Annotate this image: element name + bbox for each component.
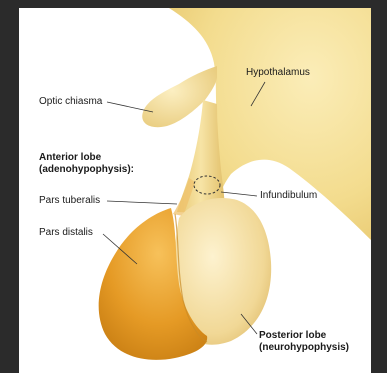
label-pars-tuberalis: Pars tuberalis: [39, 195, 100, 207]
label-pars-distalis: Pars distalis: [39, 227, 93, 239]
label-posterior-lobe: Posterior lobe: [259, 330, 326, 342]
label-hypothalamus: Hypothalamus: [246, 67, 310, 79]
leader-line-infundibulum: [221, 192, 257, 196]
label-infundibulum: Infundibulum: [260, 190, 317, 202]
pituitary-illustration: [19, 8, 371, 373]
label-neurohypophysis: (neurohypophysis): [259, 342, 349, 354]
label-optic-chiasma: Optic chiasma: [39, 96, 102, 108]
leader-line-pars-tuberalis: [107, 201, 177, 204]
diagram-panel: Hypothalamus Optic chiasma Anterior lobe…: [19, 8, 371, 373]
label-anterior-lobe: Anterior lobe: [39, 152, 101, 164]
label-adenohypophysis: (adenohypophysis):: [39, 164, 134, 176]
